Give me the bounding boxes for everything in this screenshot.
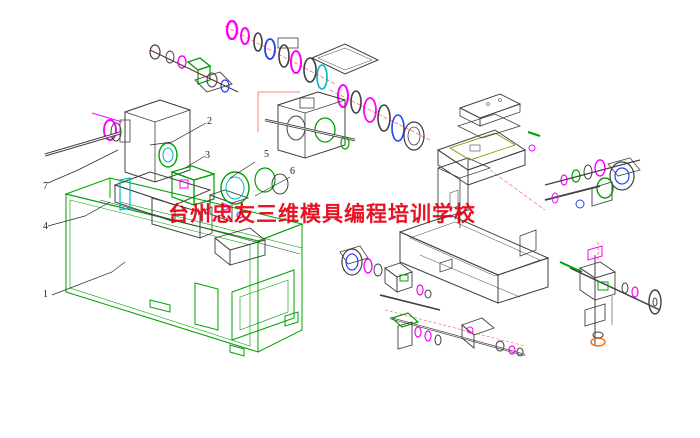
- callout-label-3: 3: [205, 150, 210, 161]
- callout-label-6: 6: [290, 166, 295, 177]
- callout-label-2: 2: [207, 116, 212, 127]
- spindle-box: [257, 91, 356, 159]
- saddle: [436, 93, 541, 186]
- right-motor-assembly: [544, 157, 641, 209]
- left-feed-rods: [44, 112, 123, 157]
- callout-leaders: [47, 122, 291, 296]
- carriage-assembly: [99, 165, 301, 266]
- top-left-shaft-assembly: [149, 44, 239, 93]
- watermark-text: 台州忠友三维模具编程培训学校: [168, 202, 476, 226]
- callout-label-4: 4: [43, 221, 48, 232]
- center-lower-feed-assembly: [339, 245, 526, 357]
- spindle-bearings-exploded: [224, 19, 431, 151]
- rear-bed-casting: [398, 157, 550, 304]
- callout-label-1: 1: [43, 289, 48, 300]
- right-lower-feed-assembly: [559, 240, 662, 347]
- callout-label-5: 5: [264, 149, 269, 160]
- callout-label-7: 7: [43, 181, 48, 192]
- headstock-assembly: [103, 99, 192, 183]
